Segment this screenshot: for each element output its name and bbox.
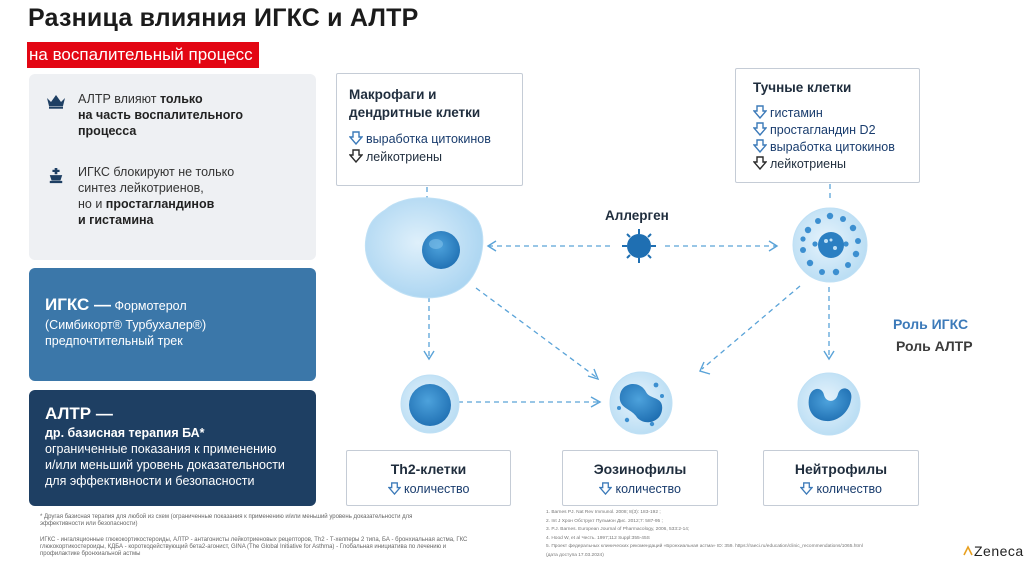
arrow-down-icon xyxy=(349,131,363,145)
altr-card-line3: ограниченные показания к применению xyxy=(45,442,277,456)
mast-cytokines-label: выработка цитокинов xyxy=(770,140,895,154)
bullet-altr: АЛТР влияют только на часть воспалительн… xyxy=(46,91,306,139)
reference-item: 4. Hood W, et al Честь. 1997;112 Suppl:3… xyxy=(546,535,650,541)
mast-prostaglandin-label: простагландин D2 xyxy=(770,123,876,137)
legend-altr: Роль АЛТР xyxy=(896,338,973,354)
reference-item: (дата доступа 17.03.2024) xyxy=(546,552,604,558)
neutrophils-row: количество xyxy=(764,482,918,496)
mast-row-prostaglandin: простагландин D2 xyxy=(753,122,876,138)
bullet2-line4: и гистамина xyxy=(78,213,154,227)
allergen-particle xyxy=(622,229,656,263)
macrophages-box: Макрофаги и дендритные клетки выработка … xyxy=(336,73,523,186)
legend-igks: Роль ИГКС xyxy=(893,316,969,332)
chess-king-icon xyxy=(49,168,63,184)
altr-card-line4: и/или меньший уровень доказательности xyxy=(45,458,285,472)
company-logo: Zeneca xyxy=(962,543,1024,559)
mast-cells-title: Тучные клетки xyxy=(753,80,852,95)
connector-lines xyxy=(426,184,831,403)
th2-count-label: количество xyxy=(404,482,470,496)
altr-card-line2: др. базисная терапия БА* xyxy=(45,426,205,440)
arrow-down-icon xyxy=(349,149,363,163)
igks-card-line2: (Симбикорт® Турбухалер®) xyxy=(45,318,207,332)
bullet2-line1: ИГКС блокируют не только xyxy=(78,165,235,179)
arrowheads xyxy=(423,240,835,408)
igks-card-line3: предпочтительный трек xyxy=(45,334,183,348)
references-list: 1. Barnes PJ. Nat Rev Immunol. 2008; 8(3… xyxy=(546,509,946,561)
logo-mark-icon xyxy=(963,545,973,556)
macrophages-row-leukotrienes: лейкотриены xyxy=(349,149,442,165)
eosinophils-row: количество xyxy=(563,482,717,496)
eosinophil-cell xyxy=(609,371,673,435)
th2-cell xyxy=(400,374,460,434)
footnote-asterisk: * Другая базисная терапия для любой из с… xyxy=(40,514,413,527)
mast-row-cytokines: выработка цитокинов xyxy=(753,139,895,155)
arrow-down-icon xyxy=(598,482,613,496)
bullet-igks: ИГКС блокируют не только синтез лейкотри… xyxy=(46,164,306,228)
altr-card: АЛТР — др. базисная терапия БА* ограниче… xyxy=(29,390,316,506)
reference-item: 2. Int J Хрон Обструкт Пульмон Дис. 2012… xyxy=(546,518,663,524)
reference-item: 3. P.J. Barnes. European Journal of Phar… xyxy=(546,527,690,533)
igks-card-head: ИГКС — xyxy=(45,295,112,314)
mast-leukotrienes-label: лейкотриены xyxy=(770,157,847,171)
comparison-panel xyxy=(29,74,316,260)
bullet1-bold: только xyxy=(159,92,203,106)
bullet1-line3: процесса xyxy=(78,124,137,138)
page-title: Разница влияния ИГКС и АЛТР xyxy=(28,4,419,32)
mast-histamine-label: гистамин xyxy=(770,106,823,120)
arrowhead-icon xyxy=(587,368,600,381)
connector-mast-eos xyxy=(701,285,801,370)
eosinophils-box: Эозинофилы количество xyxy=(562,450,718,506)
neutrophil-cell xyxy=(797,372,861,436)
arrowhead-icon xyxy=(768,240,779,252)
reference-item: 5. Проект федеральных клинических рекоме… xyxy=(546,544,863,550)
footnote-abbreviations: ИГКС - ингаляционные глюкокортикостероид… xyxy=(40,537,468,557)
macrophages-cytokines-label: выработка цитокинов xyxy=(366,132,491,146)
page-subtitle: на воспалительный процесс xyxy=(27,42,259,68)
bullet1-line1: АЛТР влияют xyxy=(78,92,160,106)
macrophages-title-line1: Макрофаги и xyxy=(349,87,437,102)
bullet2-line3: но и xyxy=(78,197,106,211)
neutrophils-title: Нейтрофилы xyxy=(794,461,888,477)
arrow-down-icon xyxy=(753,105,767,119)
eosinophils-title: Эозинофилы xyxy=(593,461,687,477)
altr-card-head: АЛТР — xyxy=(45,404,113,423)
neutrophils-box: Нейтрофилы количество xyxy=(763,450,919,506)
logo-text: Zeneca xyxy=(974,543,1024,559)
th2-title: Th2-клетки xyxy=(390,461,467,477)
connector-macro-eos xyxy=(475,287,597,378)
arrow-down-icon xyxy=(799,482,814,496)
arrowhead-icon xyxy=(823,350,835,361)
eosinophils-count-label: количество xyxy=(615,482,681,496)
bullet2-bold: простагландинов xyxy=(105,197,215,211)
bullet2-line2: синтез лейкотриенов, xyxy=(78,181,204,195)
th2-row: количество xyxy=(347,482,510,496)
igks-card: ИГКС — Формотерол (Симбикорт® Турбухалер… xyxy=(29,268,316,381)
macrophages-leukotrienes-label: лейкотриены xyxy=(366,150,443,164)
macrophages-title-line2: дендритные клетки xyxy=(349,105,481,120)
igks-card-drug: Формотерол xyxy=(111,299,187,313)
macrophages-title: Макрофаги и дендритные клетки xyxy=(349,86,480,122)
arrow-down-icon xyxy=(753,156,767,170)
arrowhead-icon xyxy=(486,240,497,252)
arrowhead-icon xyxy=(423,350,435,361)
allergen-label: Аллерген xyxy=(605,208,669,223)
arrow-down-icon xyxy=(387,482,402,496)
mast-cells-box: Тучные клетки гистамин простагландин D2 … xyxy=(735,68,920,183)
arrow-down-icon xyxy=(753,122,767,136)
arrowhead-icon xyxy=(590,396,602,408)
macrophages-row-cytokines: выработка цитокинов xyxy=(349,131,491,147)
macrophage-cell xyxy=(364,197,484,299)
mast-row-leukotrienes: лейкотриены xyxy=(753,156,846,172)
crown-icon xyxy=(47,95,65,109)
bullet1-line2: на часть воспалительного xyxy=(78,108,244,122)
th2-box: Th2-клетки количество xyxy=(346,450,511,506)
mast-cell xyxy=(792,207,868,283)
arrow-down-icon xyxy=(753,139,767,153)
neutrophils-count-label: количество xyxy=(816,482,882,496)
altr-card-line5: для эффективности и безопасности xyxy=(45,474,255,488)
reference-item: 1. Barnes PJ. Nat Rev Immunol. 2008; 8(3… xyxy=(546,510,661,515)
mast-row-histamine: гистамин xyxy=(753,105,823,121)
arrowhead-icon xyxy=(699,361,711,375)
